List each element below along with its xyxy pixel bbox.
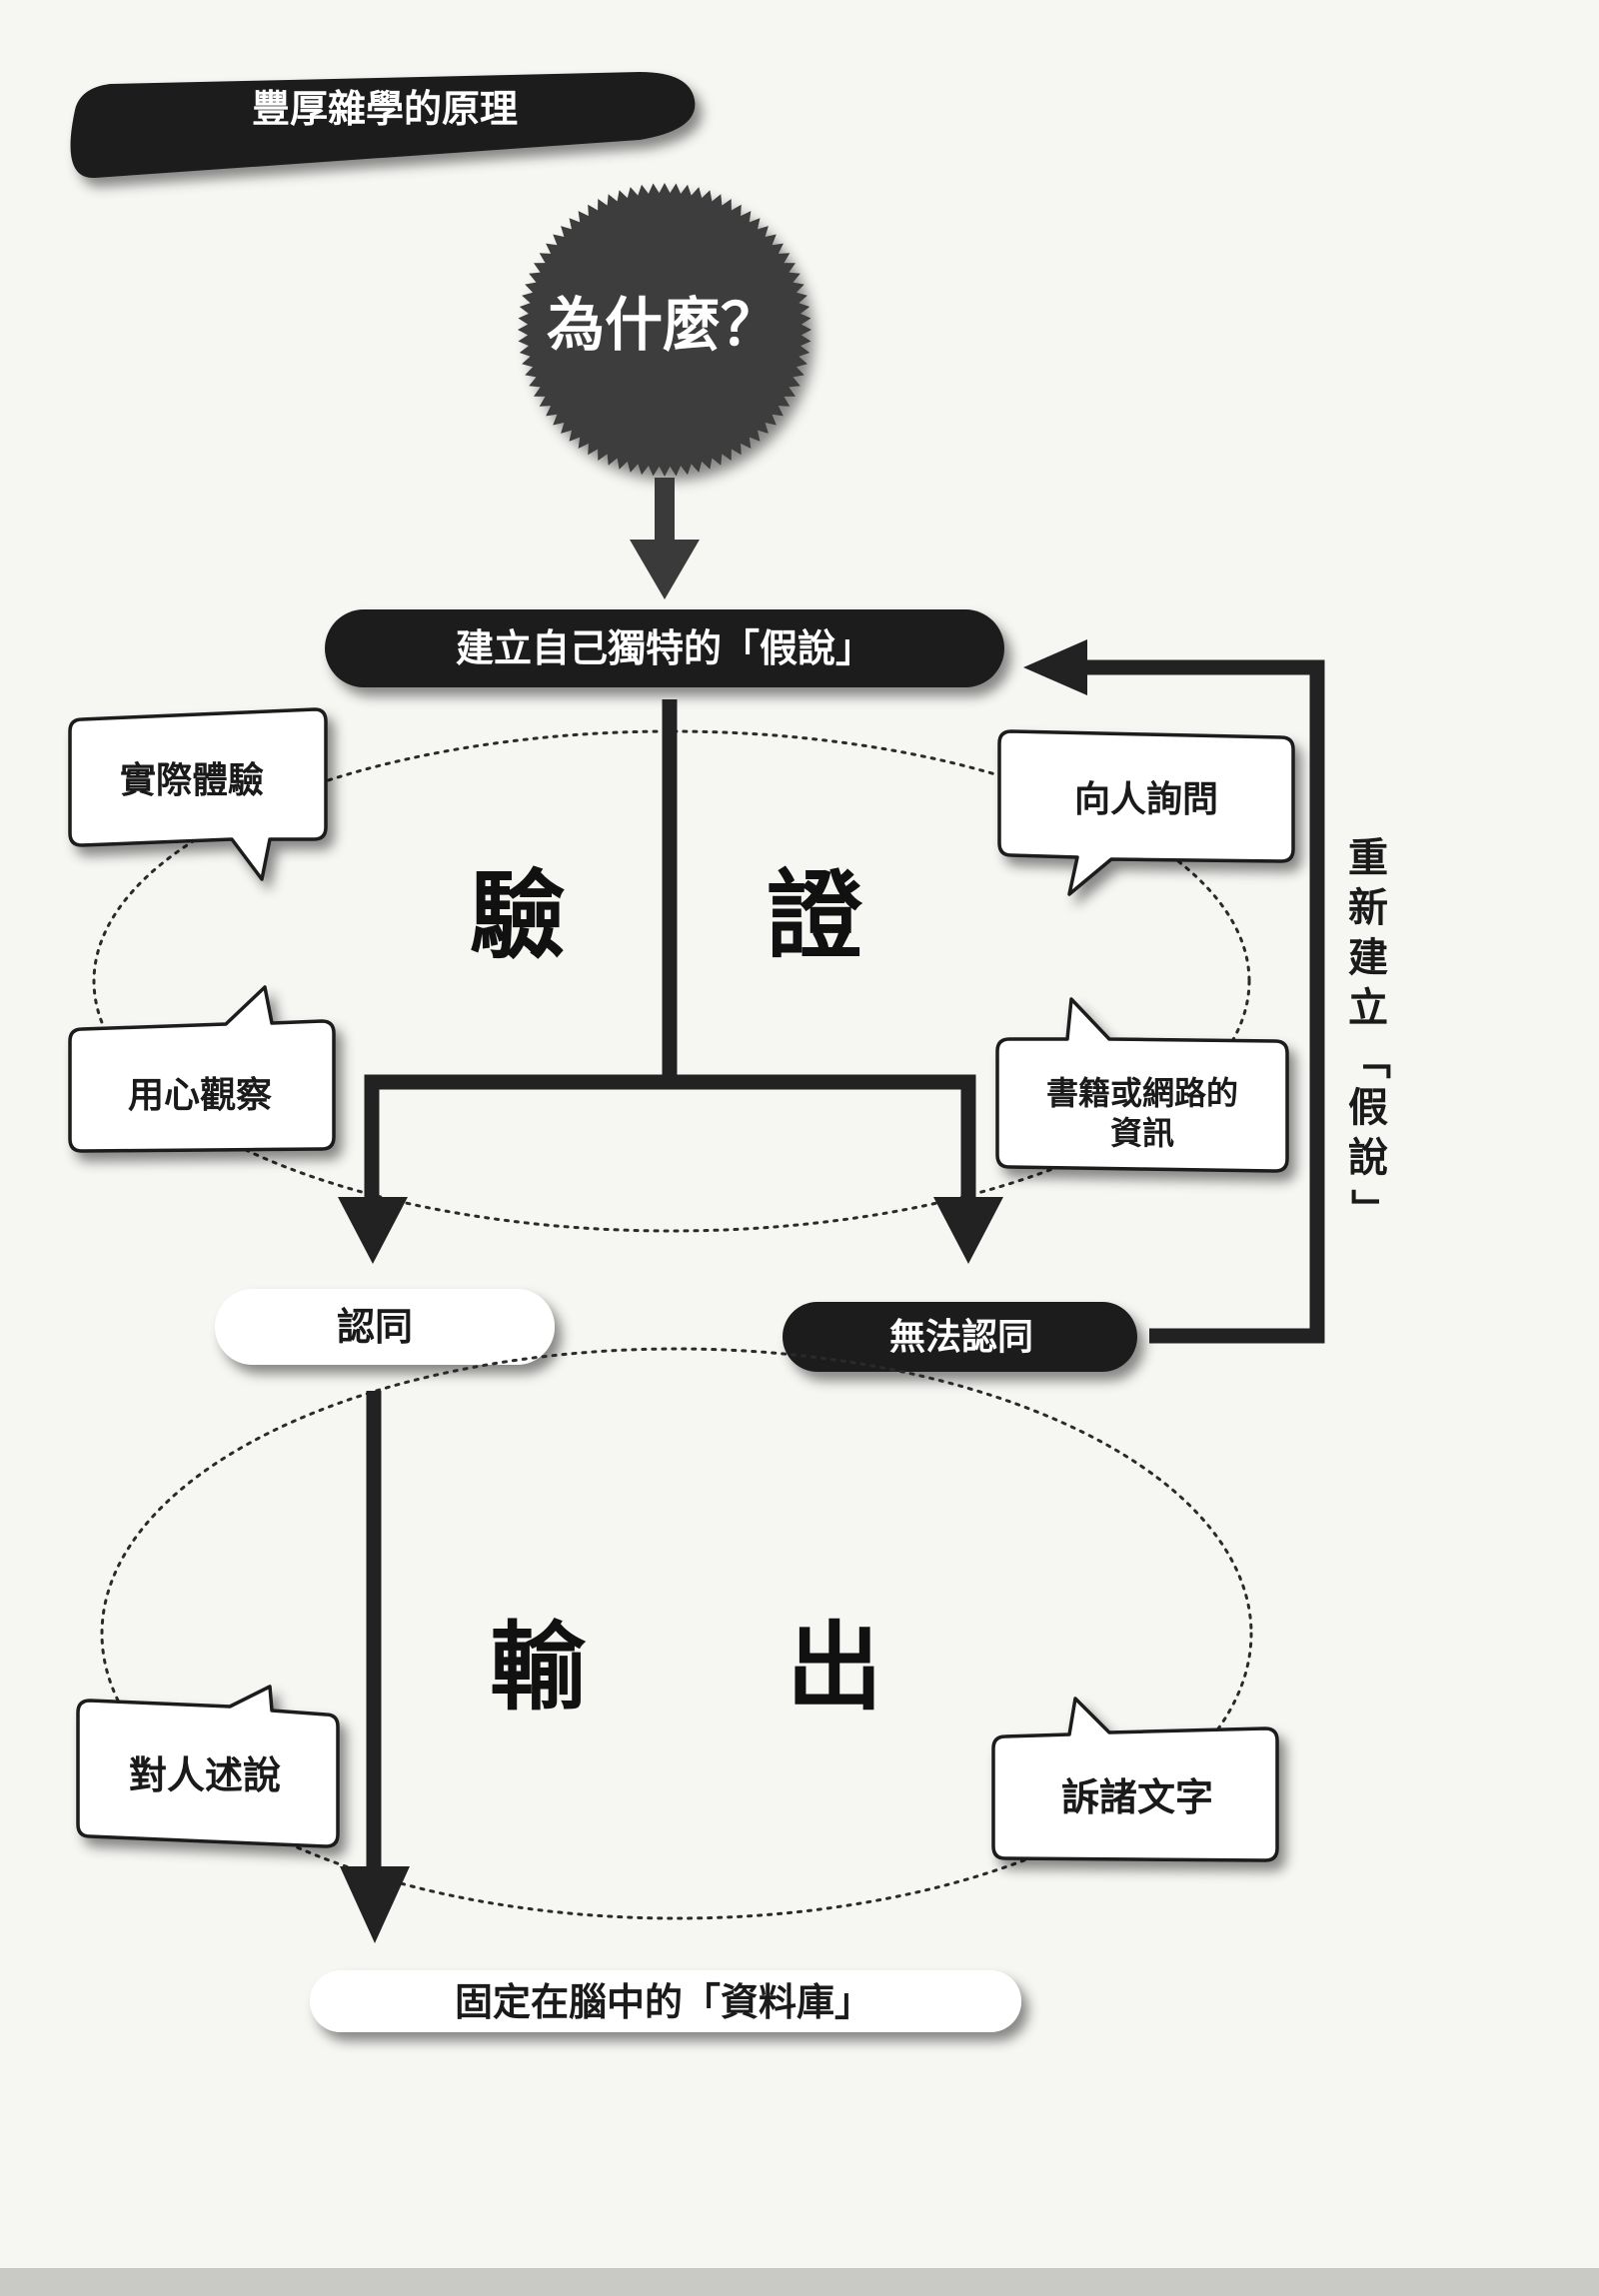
loop-label-char: 立 [1348, 985, 1388, 1031]
output-char-1: 輸 [490, 1612, 587, 1723]
header-title: 豐厚雜學的原理 [70, 72, 696, 179]
bubble-experience-text: 實際體驗 [120, 759, 264, 801]
hypothesis-label: 建立自己獨特的「假說」 [456, 626, 873, 670]
bubble-ask-people: 向人詢問 [997, 729, 1295, 896]
bubble-books-web: 書籍或網路的 資訊 [995, 997, 1289, 1173]
database-label: 固定在腦中的「資料庫」 [455, 1980, 872, 2024]
bubble-write-down: 訴諸文字 [991, 1697, 1279, 1862]
loop-label-char: 假 [1348, 1085, 1388, 1131]
bubble-ask-people-text: 向人詢問 [1074, 778, 1218, 820]
disagree-label: 無法認同 [889, 1317, 1033, 1358]
loop-label-char: 」 [1346, 1189, 1392, 1229]
why-badge: 為什麼？ [518, 183, 811, 477]
loop-label-char: 說 [1348, 1135, 1388, 1181]
loop-label-char: 建 [1348, 935, 1388, 981]
verify-flow-arrows [338, 699, 1003, 1264]
agree-pill: 認同 [215, 1289, 555, 1365]
verify-ellipse [92, 729, 1251, 1233]
bubble-write-down-text: 訴諸文字 [1061, 1775, 1213, 1819]
loop-label-char: 新 [1348, 885, 1388, 931]
output-ellipse [100, 1347, 1253, 1920]
hypothesis-pill: 建立自己獨特的「假說」 [325, 609, 1004, 687]
output-char-2: 出 [787, 1612, 882, 1723]
arrow-why-to-hypothesis [630, 478, 700, 599]
loop-back-arrow [1023, 639, 1325, 1344]
why-badge-shape [518, 183, 811, 477]
header-title-text: 豐厚雜學的原理 [252, 87, 518, 131]
page-bottom-edge [0, 2268, 1599, 2296]
disagree-pill: 無法認同 [783, 1302, 1137, 1372]
loop-label-char: 「 [1346, 1039, 1392, 1079]
bubble-tell-others: 對人述說 [76, 1685, 340, 1848]
agree-label: 認同 [337, 1305, 413, 1349]
verify-char-1: 驗 [470, 860, 566, 972]
bubble-books-web-text: 書籍或網路的 [1046, 1074, 1238, 1112]
bubble-experience: 實際體驗 [68, 707, 328, 881]
loop-label: 重 新 建 立 「 假 說 」 [1346, 835, 1392, 1229]
verify-char-2: 證 [767, 860, 863, 972]
bubble-tell-others-text: 對人述說 [129, 1753, 281, 1797]
bubble-books-web-text-2: 資訊 [1110, 1114, 1174, 1152]
arrow-agree-to-database [340, 1391, 410, 1943]
loop-label-char: 重 [1348, 835, 1388, 881]
bubble-observe: 用心觀察 [68, 985, 336, 1153]
bubble-observe-text: 用心觀察 [128, 1075, 272, 1116]
why-badge-text: 為什麼？ [547, 291, 779, 359]
database-pill: 固定在腦中的「資料庫」 [310, 1970, 1021, 2032]
